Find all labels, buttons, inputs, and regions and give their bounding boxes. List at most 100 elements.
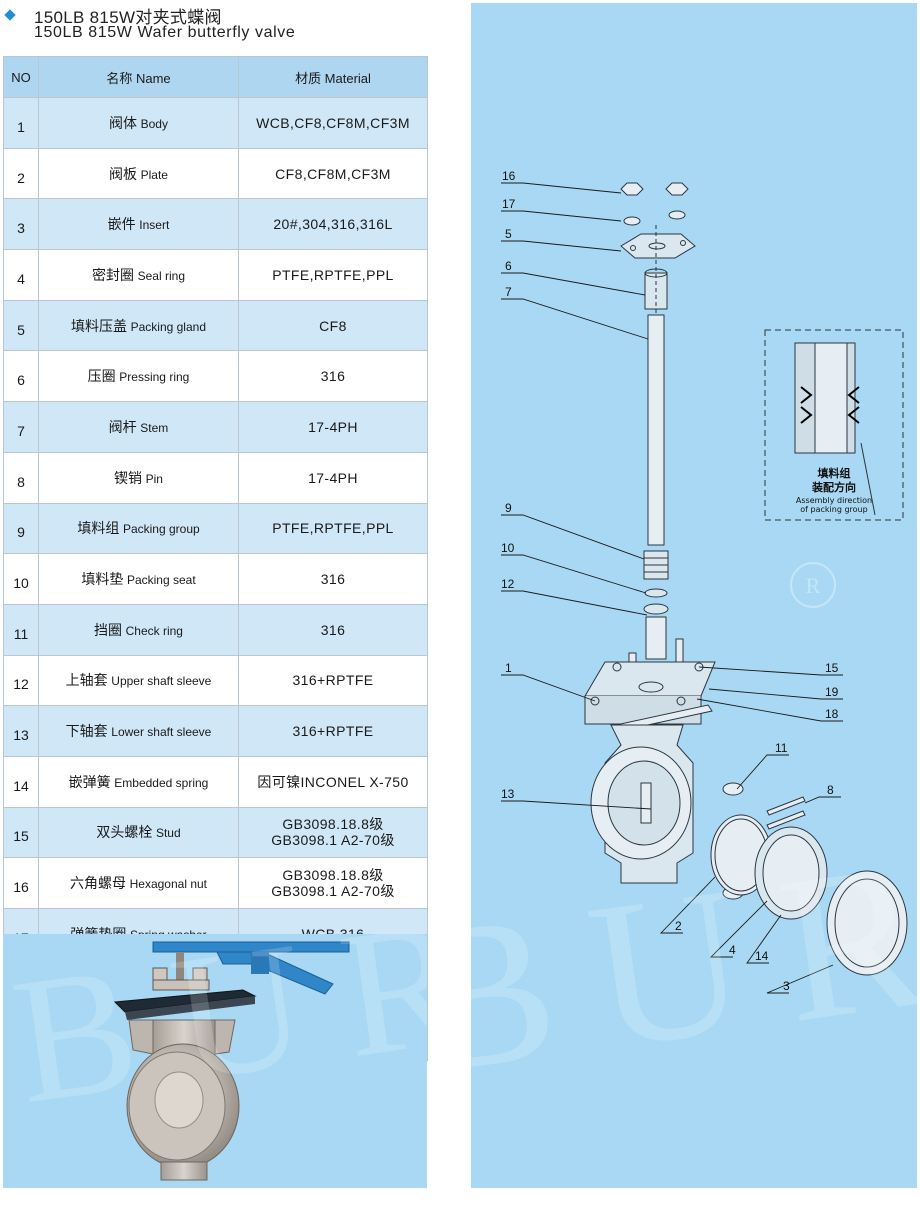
callout-16: 16	[502, 169, 516, 183]
part-name-cell: 填料压盖 Packing gland	[38, 299, 239, 352]
row-number: 8	[3, 451, 39, 504]
row-number: 10	[3, 553, 39, 605]
part-name-cn: 上轴套	[65, 672, 108, 689]
material-cell-text: 316	[320, 368, 346, 385]
row-number: 11	[3, 603, 39, 656]
part-name-en: Packing group	[122, 522, 200, 537]
callout-19: 19	[825, 685, 839, 699]
part-name-cell: 下轴套 Lower shaft sleeve	[38, 705, 239, 757]
part-name-cn: 嵌件	[107, 216, 136, 233]
part-name-en: Pressing ring	[119, 370, 190, 385]
callout-1: 1	[505, 661, 512, 675]
part-name-en: Packing seat	[126, 573, 196, 588]
material-cell: 316+RPTFE	[238, 654, 428, 707]
callout-6: 6	[505, 259, 512, 273]
material-cell: PTFE,RPTFE,PPL	[238, 249, 428, 301]
part-name-cell: 双头螺栓 Stud	[38, 806, 239, 859]
row-number: 6	[3, 350, 39, 403]
row-number: 15	[3, 806, 39, 859]
callout-14: 14	[755, 949, 769, 963]
part-name-cn: 阀体	[109, 114, 137, 131]
part-name-cn: 填料压盖	[70, 317, 127, 334]
row-number: 3	[3, 198, 39, 251]
part-name-en: Pin	[145, 471, 163, 486]
material-cell-text: 316	[320, 621, 346, 638]
material-cell-text: GB3098.18.8级	[282, 867, 384, 884]
part-name-en: Stud	[155, 826, 181, 841]
table-row: 3 嵌件 Insert 20#,304,316,316L	[3, 198, 428, 251]
part-name-cn: 填料垫	[81, 571, 124, 588]
callout-2: 2	[675, 919, 682, 933]
material-cell: 316	[238, 553, 428, 605]
part-name-cn: 阀板	[109, 165, 137, 182]
callout-3: 3	[783, 979, 790, 993]
part-name-cell: 填料垫 Packing seat	[38, 553, 239, 605]
exploded-drawing: BURY	[471, 3, 917, 1188]
part-name-cn: 锲销	[114, 469, 143, 486]
header-no: NO	[3, 56, 39, 98]
part-name-cn: 密封圈	[92, 266, 134, 283]
material-cell-text: CF8	[319, 317, 347, 334]
callout-5: 5	[505, 227, 512, 241]
part-name-cn: 下轴套	[65, 723, 108, 740]
material-cell: PTFE,RPTFE,PPL	[238, 502, 428, 555]
row-number: 16	[3, 857, 39, 909]
material-cell-text: PTFE,RPTFE,PPL	[272, 266, 394, 283]
part-name-en: Plate	[140, 167, 168, 182]
part-name-cn: 压圈	[87, 368, 116, 385]
part-name-cn: 双头螺栓	[96, 824, 153, 841]
part-name-en: Body	[140, 116, 168, 131]
table-row: 8 锲销 Pin 17-4PH	[3, 451, 428, 504]
bullet-diamond-icon	[4, 9, 16, 21]
header-name: 名称 Name	[38, 56, 239, 98]
material-cell-text: WCB,CF8,CF8M,CF3M	[256, 114, 410, 131]
callout-11: 11	[775, 741, 788, 755]
material-cell-text: 17-4PH	[308, 469, 358, 486]
exploded-view-svg: 16 17 5 6 7 9 10 12 1 13 15 19 18 11 8 2…	[501, 169, 908, 994]
row-number: 4	[3, 249, 39, 301]
material-cell-text-2: GB3098.1 A2-70级	[271, 883, 395, 900]
material-cell-text: 17-4PH	[308, 418, 358, 435]
material-cell-text: CF8,CF8M,CF3M	[275, 165, 391, 182]
part-name-cn: 挡圈	[94, 621, 122, 638]
callout-7: 7	[505, 285, 512, 299]
material-cell: 316	[238, 603, 428, 656]
part-name-cell: 填料组 Packing group	[38, 502, 239, 555]
material-cell-text: 316+RPTFE	[292, 723, 374, 740]
part-name-cell: 阀体 Body	[38, 97, 239, 149]
valve-photo-image	[113, 941, 350, 1181]
material-cell-text: 因可镍INCONEL X-750	[257, 773, 409, 790]
part-name-cn: 六角螺母	[69, 875, 126, 892]
inset-label-cn-1: 填料组	[818, 466, 851, 480]
material-cell-text: 20#,304,316,316L	[273, 216, 393, 233]
row-number: 2	[3, 147, 39, 200]
callout-15: 15	[825, 661, 839, 675]
material-cell-text: 316	[320, 571, 346, 588]
part-name-cell: 六角螺母 Hexagonal nut	[38, 857, 239, 909]
part-name-en: Insert	[139, 218, 170, 233]
part-name-cell: 密封圈 Seal ring	[38, 249, 239, 301]
material-cell-text-2: GB3098.1 A2-70级	[271, 832, 395, 849]
row-number: 14	[3, 755, 39, 808]
part-name-en: Upper shaft sleeve	[111, 674, 212, 689]
part-name-cell: 阀板 Plate	[38, 147, 239, 200]
registered-mark-letter: R	[806, 573, 821, 598]
callout-13: 13	[501, 787, 515, 801]
row-number: 9	[3, 502, 39, 555]
callout-12: 12	[501, 577, 515, 591]
part-name-cell: 压圈 Pressing ring	[38, 350, 239, 403]
material-cell-text: PTFE,RPTFE,PPL	[272, 520, 394, 537]
material-cell: CF8,CF8M,CF3M	[238, 147, 428, 200]
part-name-cell: 嵌弹簧 Embedded spring	[38, 755, 239, 808]
